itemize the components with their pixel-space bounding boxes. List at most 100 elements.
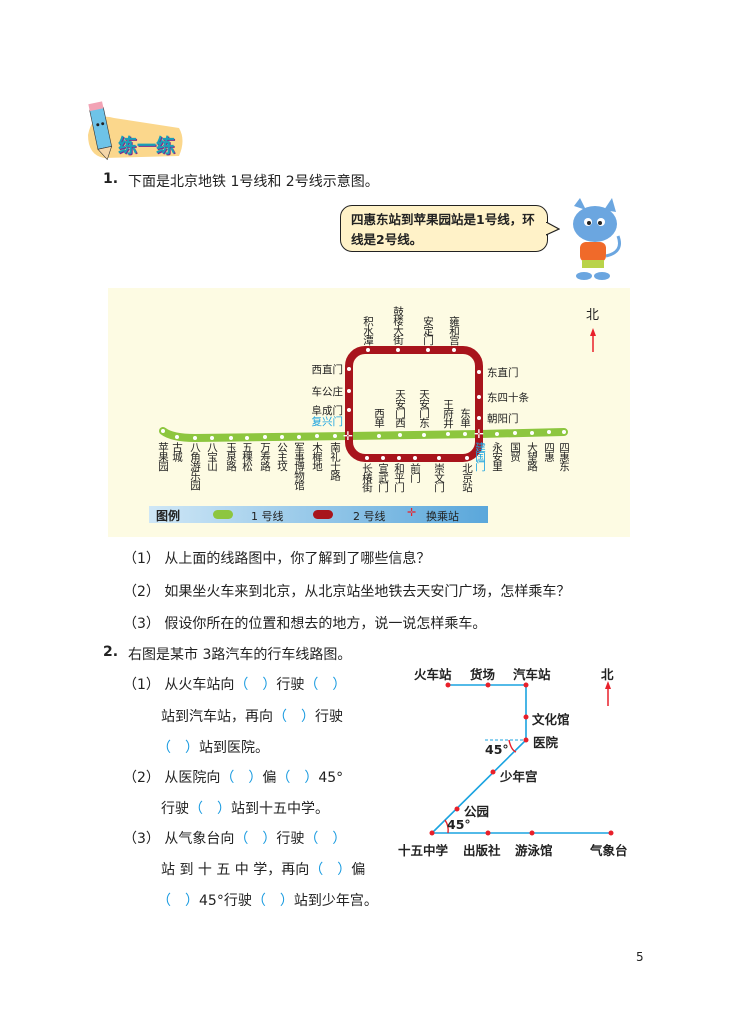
bus-stop-dot bbox=[523, 737, 529, 743]
transfer-icon: ✛ bbox=[407, 506, 417, 519]
bus-stop-dot bbox=[608, 830, 614, 836]
stop-label: 货场 bbox=[470, 667, 496, 682]
line-1-station-dot bbox=[562, 430, 566, 434]
answer-blank[interactable]: （ ） bbox=[276, 770, 319, 786]
answer-blank[interactable]: （ ） bbox=[234, 831, 277, 847]
answer-blank[interactable]: （ ） bbox=[273, 709, 315, 725]
question-1-sub-2: （2） 如果坐火车来到北京，从北京站坐地铁去天安门广场，怎样乘车？ bbox=[123, 584, 571, 600]
station-label: 天安门西 bbox=[394, 389, 406, 427]
line-2-station-dot bbox=[465, 456, 469, 460]
station-label: 西直门 bbox=[311, 364, 344, 376]
question-2-text: 右图是某市 3路汽车的行车线路图。 bbox=[128, 647, 352, 663]
stop-label: 医院 bbox=[533, 735, 559, 750]
legend-line1-label: 1 号线 bbox=[251, 510, 284, 523]
line-1-track bbox=[159, 427, 568, 443]
answer-blank[interactable]: （ ） bbox=[157, 893, 199, 909]
transfer-station-icon: ✛ bbox=[343, 429, 353, 443]
question-2-number: 2. bbox=[103, 644, 119, 660]
line-1-station-dot bbox=[513, 431, 517, 435]
line-2-station-dot bbox=[413, 456, 417, 460]
question-2-line: （ ）站到医院。 bbox=[157, 740, 269, 756]
station-label: 大望路 bbox=[526, 442, 538, 471]
station-label: 五棵松 bbox=[241, 442, 253, 471]
line-1-station-dot bbox=[530, 431, 534, 435]
station-label: 南礼士路 bbox=[329, 442, 341, 480]
station-label: 军事博物馆 bbox=[293, 442, 305, 490]
section-title: 练一练 bbox=[118, 135, 176, 157]
station-label: 建国门 bbox=[474, 442, 486, 471]
angle-label: 45° bbox=[447, 817, 471, 832]
line-2-station-dot bbox=[347, 408, 351, 412]
line-2-station-dot bbox=[477, 416, 481, 420]
diagram-north-label: 北 bbox=[601, 667, 614, 682]
line-2-station-dot bbox=[477, 395, 481, 399]
bus-stop-dot bbox=[429, 830, 435, 836]
line-1-station-dot bbox=[398, 433, 402, 437]
line-1-station-dot bbox=[547, 430, 551, 434]
answer-blank[interactable]: （ ） bbox=[304, 677, 347, 693]
line-1-station-dot bbox=[495, 432, 499, 436]
pencil-mascot-icon bbox=[88, 101, 183, 161]
line-2-station-dot bbox=[396, 348, 400, 352]
answer-blank[interactable]: （ ） bbox=[220, 770, 263, 786]
bus-stop-dot bbox=[523, 682, 529, 688]
line-2-station-dot bbox=[365, 456, 369, 460]
station-label: 车公庄 bbox=[311, 386, 344, 398]
station-label: 东单 bbox=[459, 408, 471, 427]
stop-label: 公园 bbox=[464, 804, 490, 819]
answer-blank[interactable]: （ ） bbox=[251, 893, 294, 909]
transfer-station-icon: ✛ bbox=[474, 427, 484, 441]
legend-line2-swatch bbox=[313, 510, 333, 519]
answer-blank[interactable]: （ ） bbox=[234, 677, 277, 693]
legend-line1-swatch bbox=[213, 510, 233, 519]
line-1-station-dot bbox=[210, 436, 214, 440]
question-2-line: （2） 从医院向（ ）偏（ ）45° bbox=[123, 770, 344, 786]
answer-blank[interactable]: （ ） bbox=[157, 740, 199, 756]
answer-blank[interactable]: （ ） bbox=[189, 801, 231, 817]
station-label: 北京站 bbox=[461, 463, 473, 492]
line-2-station-dot bbox=[437, 456, 441, 460]
question-1-sub-3: （3） 假设你所在的位置和想去的地方，说一说怎样乘车。 bbox=[123, 616, 487, 632]
station-label: 前门 bbox=[409, 463, 421, 482]
line-2-station-dot bbox=[381, 456, 385, 460]
station-label: 安定门 bbox=[422, 315, 434, 345]
station-label: 宣武门 bbox=[377, 463, 389, 492]
line-1-station-dot bbox=[446, 432, 450, 436]
map-north-label: 北 bbox=[586, 308, 600, 323]
station-label: 八宝山 bbox=[206, 442, 218, 471]
station-label: 阜成门 bbox=[311, 405, 344, 417]
station-label: 鼓楼大街 bbox=[392, 306, 404, 344]
answer-blank[interactable]: （ ） bbox=[309, 862, 352, 878]
question-2-line: （ ）45°行驶（ ）站到少年宫。 bbox=[157, 893, 378, 909]
station-label: 王府井 bbox=[442, 398, 454, 428]
station-label: 国贸 bbox=[509, 442, 521, 461]
cat-mascot-icon bbox=[573, 198, 621, 280]
question-1-number: 1. bbox=[103, 171, 119, 187]
stop-label: 汽车站 bbox=[513, 667, 551, 682]
line-1-station-dot bbox=[333, 434, 337, 438]
station-label: 古城 bbox=[171, 442, 183, 461]
question-2-line: （3） 从气象台向（ ）行驶（ ） bbox=[123, 831, 347, 847]
bus-stop-dot bbox=[485, 830, 491, 836]
line-1-station-dot bbox=[280, 435, 284, 439]
station-label: 木樨地 bbox=[311, 442, 323, 471]
question-2-line: 行驶（ ）站到十五中学。 bbox=[161, 801, 329, 817]
station-label: 和平门 bbox=[393, 463, 405, 492]
page-number: 5 bbox=[636, 950, 644, 964]
station-label: 东直门 bbox=[487, 367, 519, 379]
station-label: 四惠 bbox=[543, 442, 555, 461]
stop-label: 少年宫 bbox=[500, 769, 538, 784]
station-label: 长椿街 bbox=[361, 463, 373, 492]
question-1-sub-1: （1） 从上面的线路图中，你了解到了哪些信息？ bbox=[123, 551, 431, 567]
bus-stop-dot bbox=[485, 682, 491, 688]
station-label: 积水潭 bbox=[362, 315, 374, 345]
line-1-station-dot bbox=[175, 435, 179, 439]
angle-arc bbox=[508, 739, 517, 753]
line-2-station-dot bbox=[426, 348, 430, 352]
line-1-station-dot bbox=[245, 436, 249, 440]
answer-blank[interactable]: （ ） bbox=[304, 831, 347, 847]
angle-label: 45° bbox=[485, 742, 509, 757]
line-1-station-dot bbox=[161, 429, 165, 433]
bus-stop-dot bbox=[490, 769, 496, 775]
